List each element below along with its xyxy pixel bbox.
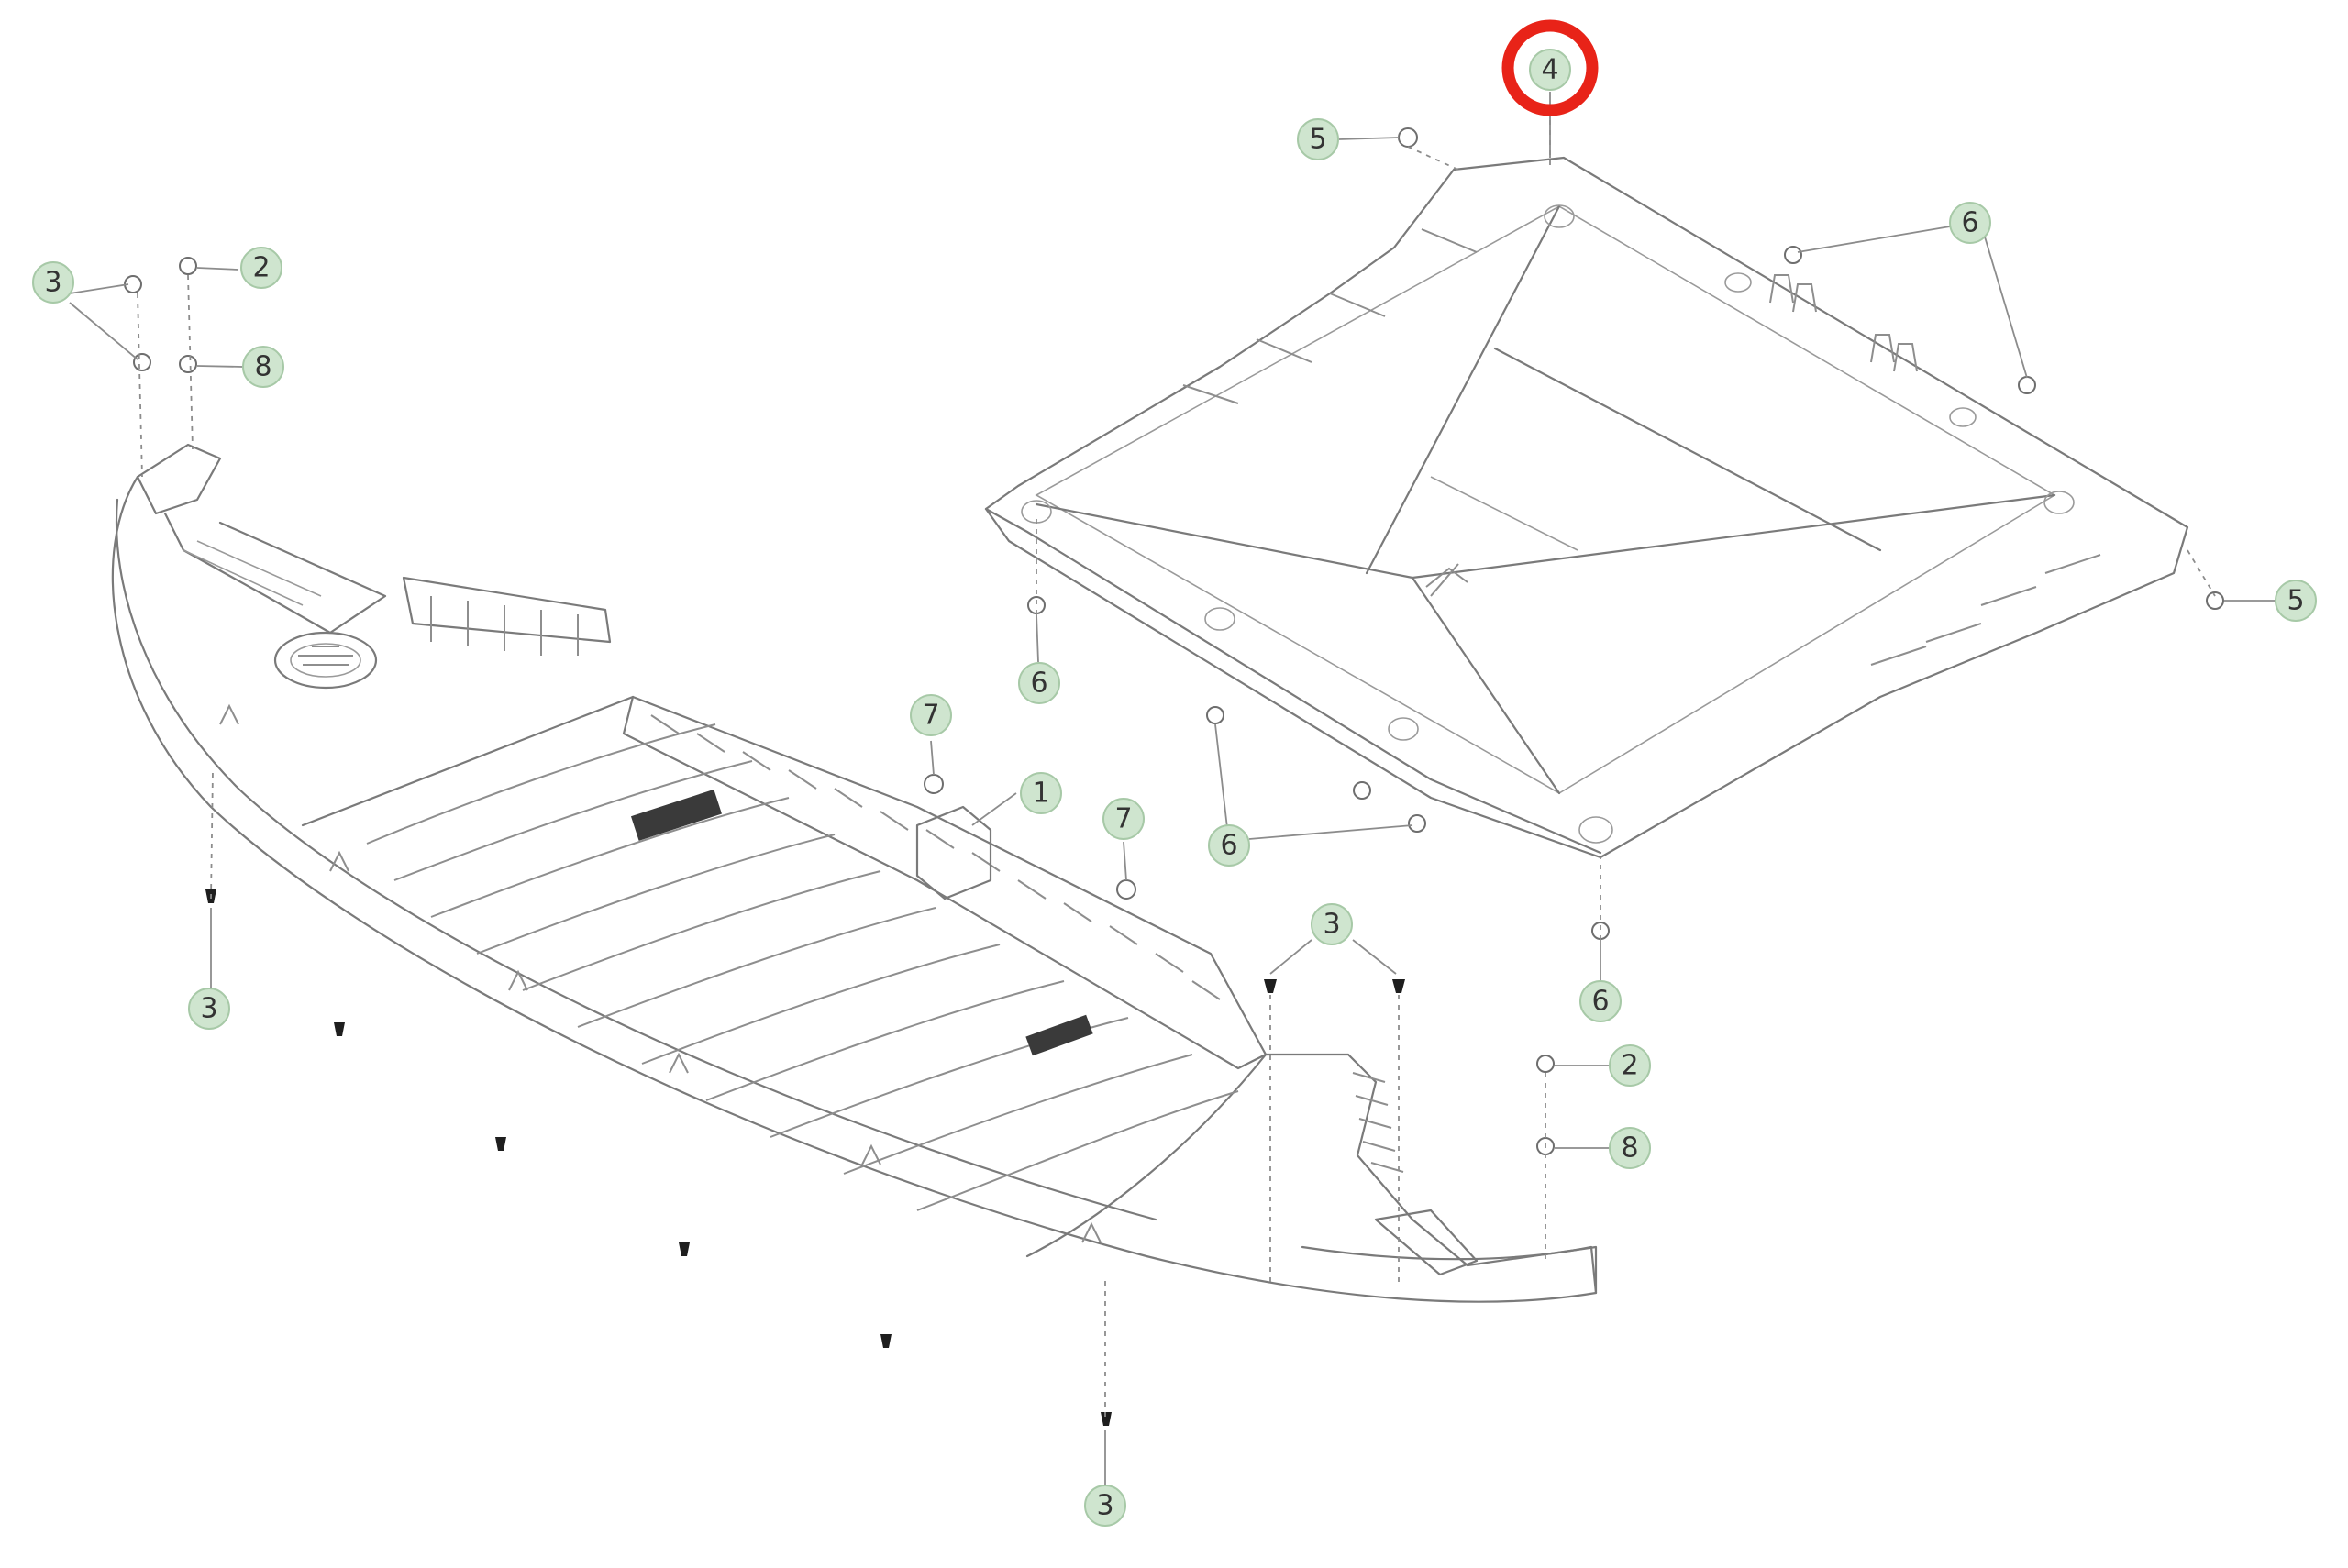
fasteners [124, 127, 2224, 1426]
callout-7-left[interactable]: 7 [910, 694, 952, 736]
svg-text:6: 6 [1030, 668, 1047, 700]
svg-text:8: 8 [1621, 1132, 1638, 1165]
callout-5-top[interactable]: 5 [1297, 118, 1339, 160]
svg-text:3: 3 [44, 267, 61, 299]
callout-2-top-left[interactable]: 2 [240, 247, 282, 289]
svg-text:3: 3 [1323, 909, 1340, 941]
svg-text:6: 6 [1220, 830, 1237, 862]
callout-6-center[interactable]: 6 [1208, 824, 1250, 867]
callout-7-right[interactable]: 7 [1102, 798, 1145, 840]
svg-text:8: 8 [254, 351, 271, 383]
callout-5-right[interactable]: 5 [2275, 580, 2317, 622]
callout-3-bottom-left[interactable]: 3 [188, 988, 230, 1030]
callout-6-top-right[interactable]: 6 [1949, 202, 1991, 244]
svg-text:2: 2 [1621, 1050, 1638, 1082]
callouts: 1 2 2 3 3 3 3 4 [32, 19, 2317, 1527]
callout-1[interactable]: 1 [1020, 772, 1062, 814]
svg-text:6: 6 [1961, 207, 1978, 239]
rear-under-cover [984, 156, 2189, 859]
svg-text:7: 7 [922, 700, 939, 732]
assembly-lines [137, 110, 2216, 1417]
svg-text:2: 2 [252, 252, 270, 284]
callout-3-bottom[interactable]: 3 [1084, 1485, 1126, 1527]
callout-2-right[interactable]: 2 [1609, 1044, 1651, 1087]
front-under-cover [111, 443, 1598, 1303]
callout-4[interactable]: 4 [1501, 19, 1599, 116]
callout-8-right[interactable]: 8 [1609, 1127, 1651, 1169]
svg-text:3: 3 [200, 993, 217, 1025]
callout-6-bottom[interactable]: 6 [1579, 980, 1622, 1022]
highlight-ring [1501, 19, 1599, 116]
svg-text:5: 5 [2287, 585, 2304, 617]
svg-text:3: 3 [1096, 1490, 1113, 1522]
callout-6-left[interactable]: 6 [1018, 662, 1060, 704]
callout-3-top-left[interactable]: 3 [32, 261, 74, 304]
svg-text:1: 1 [1032, 778, 1049, 810]
svg-text:6: 6 [1591, 986, 1609, 1018]
svg-text:5: 5 [1309, 124, 1326, 156]
callout-3-center[interactable]: 3 [1311, 903, 1353, 945]
svg-text:7: 7 [1114, 803, 1132, 835]
callout-8-left[interactable]: 8 [242, 346, 284, 388]
leader-lines [69, 92, 2275, 1485]
svg-text:4: 4 [1541, 54, 1558, 86]
